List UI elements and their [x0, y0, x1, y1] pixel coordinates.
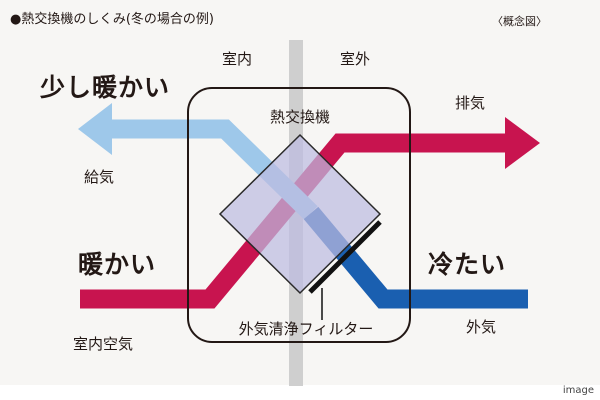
supply-arrow-head	[78, 103, 112, 155]
room-label-indoor: 室内	[222, 50, 253, 68]
exhaust-arrow-head	[505, 117, 540, 169]
label-outdoor-air: 外気	[466, 318, 497, 336]
exchanger-core	[218, 133, 382, 295]
label-supply-air: 給気	[84, 168, 115, 186]
label-heat-exchanger: 熱交換機	[269, 108, 330, 126]
room-label-outdoor: 室外	[340, 50, 371, 68]
label-slightly-warm: 少し暖かい	[40, 73, 171, 102]
label-exhaust-air: 排気	[455, 94, 486, 112]
diagram-title: ●熱交換機のしくみ(冬の場合の例)	[10, 12, 215, 27]
label-cold: 冷たい	[428, 250, 507, 279]
image-caption: image	[562, 385, 594, 396]
label-filter: 外気清浄フィルター	[238, 320, 374, 338]
heat-exchanger-box	[187, 87, 411, 343]
filter-plate	[308, 220, 382, 294]
label-indoor-air: 室内空気	[73, 335, 134, 353]
concept-note: 〈概念図〉	[492, 15, 547, 28]
label-warm: 暖かい	[78, 250, 157, 279]
